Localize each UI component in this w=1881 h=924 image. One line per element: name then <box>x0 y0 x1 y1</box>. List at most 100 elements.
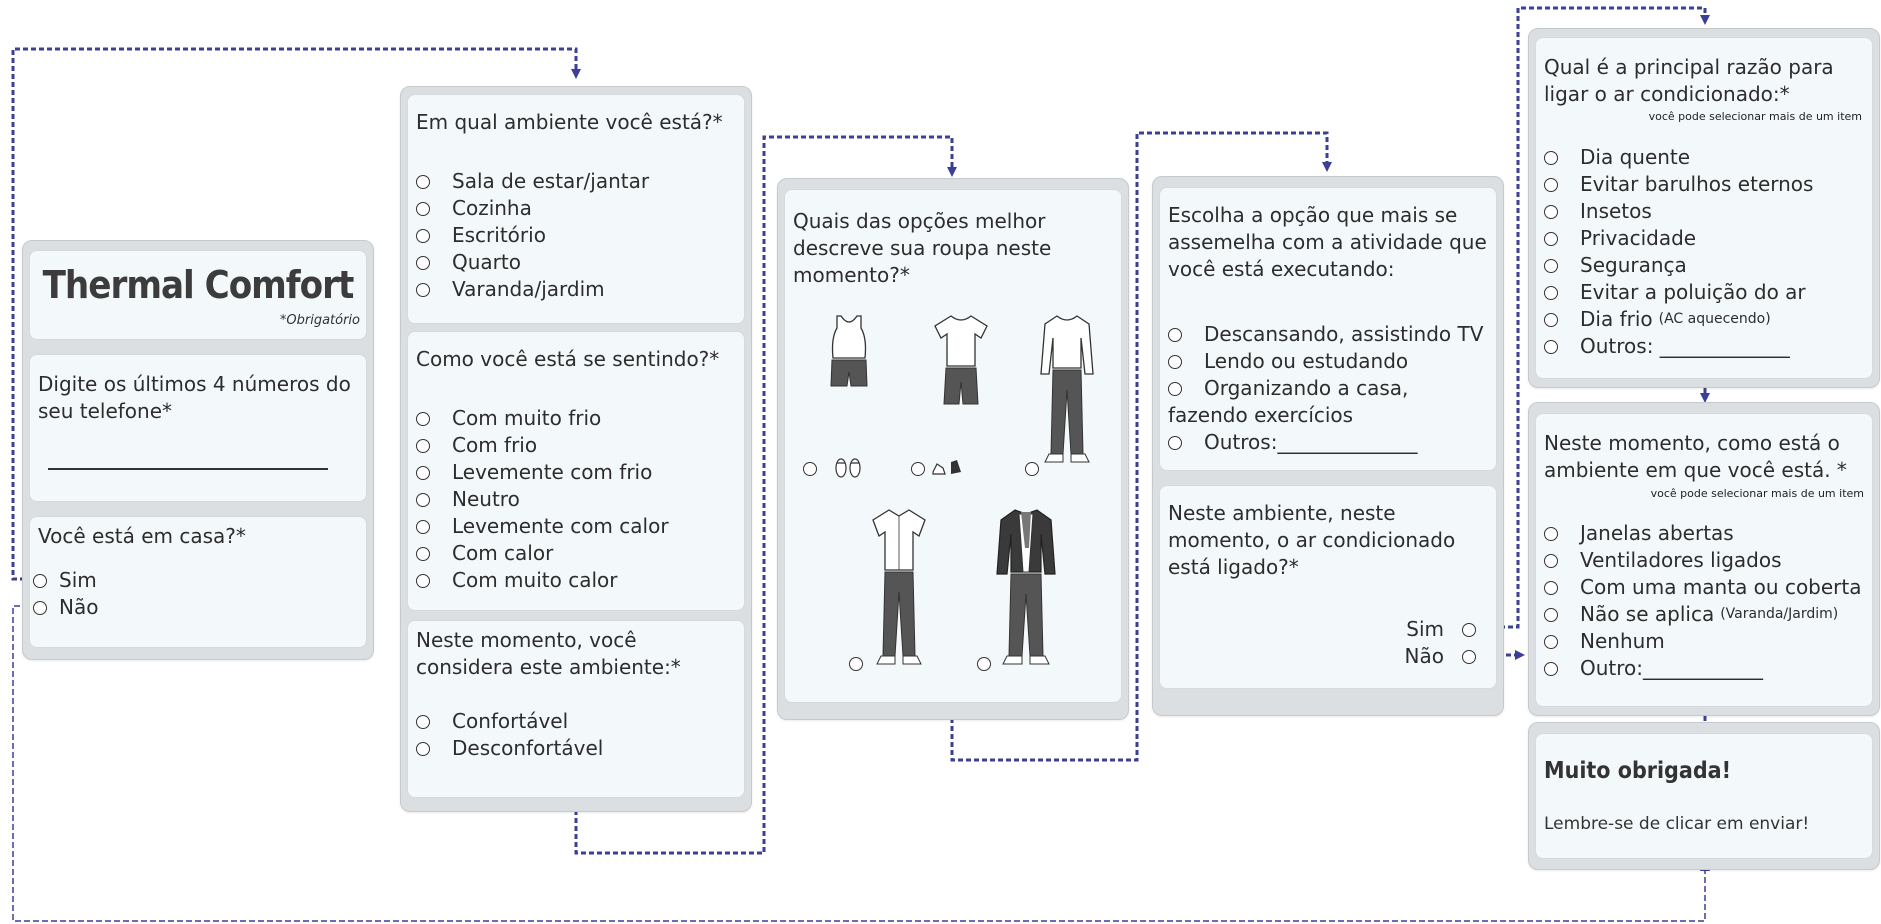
ac-question: Neste ambiente, neste momento, o ar cond… <box>1168 501 1456 579</box>
room-option[interactable]: Cozinha <box>416 195 532 222</box>
radio[interactable] <box>1544 607 1558 622</box>
env-question: Neste momento, você considera este ambie… <box>416 628 681 679</box>
home-option-nao[interactable]: Não <box>33 594 98 621</box>
state-option[interactable]: Não se aplica(Varanda/Jardim) <box>1544 601 1838 628</box>
room-option[interactable]: Quarto <box>416 249 521 276</box>
clothing-option-2[interactable] <box>911 455 935 482</box>
radio[interactable] <box>1544 661 1558 676</box>
tank-top-shorts-icon <box>830 315 868 387</box>
feeling-option[interactable]: Levemente com calor <box>416 513 669 540</box>
clothing-option-1[interactable] <box>803 455 827 482</box>
survey-title: Thermal Comfort <box>42 263 355 307</box>
reason-option[interactable]: Privacidade <box>1544 225 1696 252</box>
radio[interactable] <box>416 465 430 480</box>
feeling-option[interactable]: Levemente com frio <box>416 459 652 486</box>
state-option[interactable]: Nenhum <box>1544 628 1665 655</box>
radio[interactable] <box>1168 435 1182 450</box>
reason-option[interactable]: Evitar a poluição do ar <box>1544 279 1806 306</box>
panel-room-feeling: Em qual ambiente você está?* Sala de est… <box>400 86 752 812</box>
clothing-option-3[interactable] <box>1025 455 1061 482</box>
radio-ac-sim[interactable] <box>1462 622 1476 637</box>
radio[interactable] <box>803 461 817 476</box>
feeling-option[interactable]: Neutro <box>416 486 520 513</box>
state-option[interactable]: Com uma manta ou coberta <box>1544 574 1862 601</box>
radio[interactable] <box>1544 312 1558 327</box>
radio[interactable] <box>911 461 925 476</box>
reason-option[interactable]: Evitar barulhos eternos <box>1544 171 1813 198</box>
required-note: *Obrigatório <box>279 313 360 328</box>
radio[interactable] <box>416 228 430 243</box>
room-card: Em qual ambiente você está?* Sala de est… <box>407 94 745 324</box>
reason-option[interactable]: Dia frio(AC aquecendo) <box>1544 306 1771 333</box>
radio[interactable] <box>416 714 430 729</box>
radio[interactable] <box>1168 327 1182 342</box>
ac-option-nao[interactable]: Não <box>1405 643 1476 670</box>
state-option[interactable]: Outro:____________ <box>1544 655 1763 682</box>
clothing-option-4[interactable] <box>849 650 885 677</box>
radio[interactable] <box>1544 258 1558 273</box>
reason-option[interactable]: Segurança <box>1544 252 1687 279</box>
panel-clothing: Quais das opções melhor descreve sua rou… <box>777 178 1129 720</box>
reason-option[interactable]: Outros: _____________ <box>1544 333 1790 360</box>
radio[interactable] <box>416 546 430 561</box>
env-option[interactable]: Confortável <box>416 708 568 735</box>
radio[interactable] <box>1544 177 1558 192</box>
radio[interactable] <box>416 282 430 297</box>
radio[interactable] <box>1544 526 1558 541</box>
room-option[interactable]: Sala de estar/jantar <box>416 168 649 195</box>
radio[interactable] <box>1544 553 1558 568</box>
feeling-option[interactable]: Com calor <box>416 540 553 567</box>
radio[interactable] <box>416 174 430 189</box>
room-option[interactable]: Escritório <box>416 222 546 249</box>
radio[interactable] <box>1025 461 1039 476</box>
connector-room-to-clothing <box>574 135 957 855</box>
radio-nao[interactable] <box>33 600 47 615</box>
activity-option[interactable]: Outros:______________ <box>1168 429 1417 456</box>
radio[interactable] <box>416 438 430 453</box>
radio[interactable] <box>1168 381 1182 396</box>
thanks-title: Muito obrigada! <box>1544 758 1732 784</box>
panel-activity-ac: Escolha a opção que mais se assemelha co… <box>1152 176 1504 716</box>
radio[interactable] <box>1544 285 1558 300</box>
feeling-option[interactable]: Com frio <box>416 432 537 459</box>
activity-option[interactable]: Descansando, assistindo TV <box>1168 321 1483 348</box>
radio[interactable] <box>1544 204 1558 219</box>
radio[interactable] <box>416 741 430 756</box>
room-option[interactable]: Varanda/jardim <box>416 276 605 303</box>
reason-note: você pode selecionar mais de um item <box>1648 110 1862 123</box>
jacket-scarf-pants-icon <box>996 509 1056 665</box>
phone-input[interactable] <box>48 468 328 470</box>
reason-option[interactable]: Insetos <box>1544 198 1652 225</box>
radio[interactable] <box>416 201 430 216</box>
state-option[interactable]: Ventiladores ligados <box>1544 547 1782 574</box>
radio[interactable] <box>977 656 991 671</box>
radio-ac-nao[interactable] <box>1462 649 1476 664</box>
feeling-option[interactable]: Com muito frio <box>416 405 601 432</box>
radio[interactable] <box>849 656 863 671</box>
radio[interactable] <box>416 519 430 534</box>
ac-option-sim[interactable]: Sim <box>1406 616 1476 643</box>
longsleeve-pants-icon <box>1040 315 1094 463</box>
state-option[interactable]: Janelas abertas <box>1544 520 1734 547</box>
radio[interactable] <box>1544 231 1558 246</box>
radio[interactable] <box>1544 580 1558 595</box>
activity-option[interactable]: Lendo ou estudando <box>1168 348 1408 375</box>
home-option-sim[interactable]: Sim <box>33 567 97 594</box>
radio[interactable] <box>416 492 430 507</box>
radio[interactable] <box>1544 339 1558 354</box>
feeling-option[interactable]: Com muito calor <box>416 567 617 594</box>
radio[interactable] <box>416 255 430 270</box>
env-option[interactable]: Desconfortável <box>416 735 603 762</box>
radio[interactable] <box>416 573 430 588</box>
radio[interactable] <box>1168 354 1182 369</box>
clothing-question: Quais das opções melhor descreve sua rou… <box>793 209 1052 287</box>
radio-sim[interactable] <box>33 573 47 588</box>
activity-question: Escolha a opção que mais se assemelha co… <box>1168 203 1487 281</box>
tshirt-shorts-icon <box>934 315 988 405</box>
clothing-option-5[interactable] <box>977 650 1013 677</box>
reason-option[interactable]: Dia quente <box>1544 144 1690 171</box>
activity-option[interactable]: Organizando a casa, <box>1168 375 1408 402</box>
radio[interactable] <box>416 411 430 426</box>
radio[interactable] <box>1544 634 1558 649</box>
radio[interactable] <box>1544 150 1558 165</box>
